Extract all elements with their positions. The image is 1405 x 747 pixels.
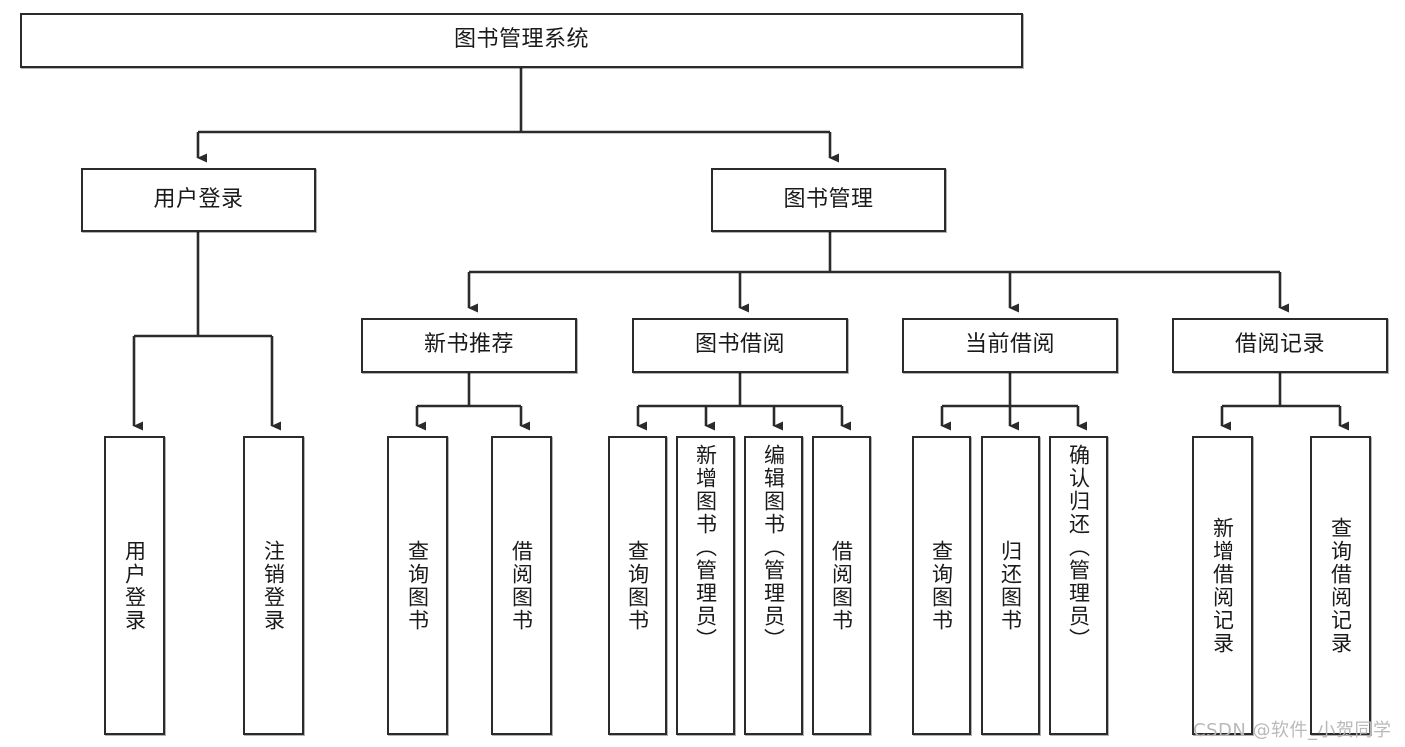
leaf-borrow-book-borrow-label: 借阅图书 xyxy=(829,539,854,632)
node-user-login-label: 用户登录 xyxy=(153,186,244,212)
node-borrow-record-label: 借阅记录 xyxy=(1234,332,1325,358)
leaf-user-login-label: 用户登录 xyxy=(122,539,147,632)
leaf-query-book-borrow[interactable]: 查询图书 xyxy=(608,436,667,735)
node-borrow-record[interactable]: 借阅记录 xyxy=(1172,318,1388,373)
leaf-borrow-book-recommend[interactable]: 借阅图书 xyxy=(491,436,552,735)
node-book-management-label: 图书管理 xyxy=(783,186,874,212)
node-new-book-recommend[interactable]: 新书推荐 xyxy=(361,318,577,373)
connectors-root-to-level2 xyxy=(196,68,839,163)
node-current-borrow[interactable]: 当前借阅 xyxy=(902,318,1118,373)
node-current-borrow-label: 当前借阅 xyxy=(964,332,1055,358)
leaf-logout[interactable]: 注销登录 xyxy=(243,436,304,735)
leaf-query-book-borrow-label: 查询图书 xyxy=(625,539,650,632)
connectors-userlogin-to-leaves xyxy=(132,232,281,431)
leaf-add-book-admin[interactable]: 新增图书（管理员） xyxy=(676,436,735,735)
leaf-user-login[interactable]: 用户登录 xyxy=(104,436,165,735)
leaf-query-borrow-record[interactable]: 查询借阅记录 xyxy=(1310,436,1371,735)
node-book-borrow[interactable]: 图书借阅 xyxy=(632,318,848,373)
leaf-confirm-return-admin-label: 确认归还（管理员） xyxy=(1066,444,1091,651)
leaf-query-book-recommend-label: 查询图书 xyxy=(405,539,430,632)
leaf-add-borrow-record-label: 新增借阅记录 xyxy=(1210,516,1235,655)
leaf-query-book-current-label: 查询图书 xyxy=(929,539,954,632)
leaf-add-book-admin-label: 新增图书（管理员） xyxy=(693,444,718,651)
node-root-label: 图书管理系统 xyxy=(453,27,589,53)
node-book-management[interactable]: 图书管理 xyxy=(711,168,946,232)
connectors-currentborrow-to-leaves xyxy=(940,373,1087,431)
leaf-query-borrow-record-label: 查询借阅记录 xyxy=(1328,516,1353,655)
leaf-borrow-book-recommend-label: 借阅图书 xyxy=(509,539,534,632)
node-book-borrow-label: 图书借阅 xyxy=(694,332,785,358)
connectors-booklmanage-to-level3 xyxy=(467,232,1289,313)
connectors-bookborrow-to-leaves xyxy=(636,373,851,431)
leaf-edit-book-admin[interactable]: 编辑图书（管理员） xyxy=(744,436,803,735)
node-root-book-management-system[interactable]: 图书管理系统 xyxy=(20,13,1023,68)
leaf-return-book-label: 归还图书 xyxy=(998,539,1023,632)
leaf-query-book-current[interactable]: 查询图书 xyxy=(912,436,971,735)
leaf-add-borrow-record[interactable]: 新增借阅记录 xyxy=(1192,436,1253,735)
node-user-login[interactable]: 用户登录 xyxy=(81,168,316,232)
leaf-logout-label: 注销登录 xyxy=(261,539,286,632)
leaf-return-book[interactable]: 归还图书 xyxy=(981,436,1040,735)
leaf-borrow-book-borrow[interactable]: 借阅图书 xyxy=(812,436,871,735)
leaf-edit-book-admin-label: 编辑图书（管理员） xyxy=(761,444,786,651)
connectors-newbook-to-leaves xyxy=(415,373,530,431)
leaf-confirm-return-admin[interactable]: 确认归还（管理员） xyxy=(1049,436,1108,735)
connectors-borrowrecord-to-leaves xyxy=(1220,373,1349,431)
leaf-query-book-recommend[interactable]: 查询图书 xyxy=(387,436,448,735)
csdn-watermark: CSDN @软件_小贺同学 xyxy=(1193,720,1392,741)
node-new-book-recommend-label: 新书推荐 xyxy=(423,332,514,358)
